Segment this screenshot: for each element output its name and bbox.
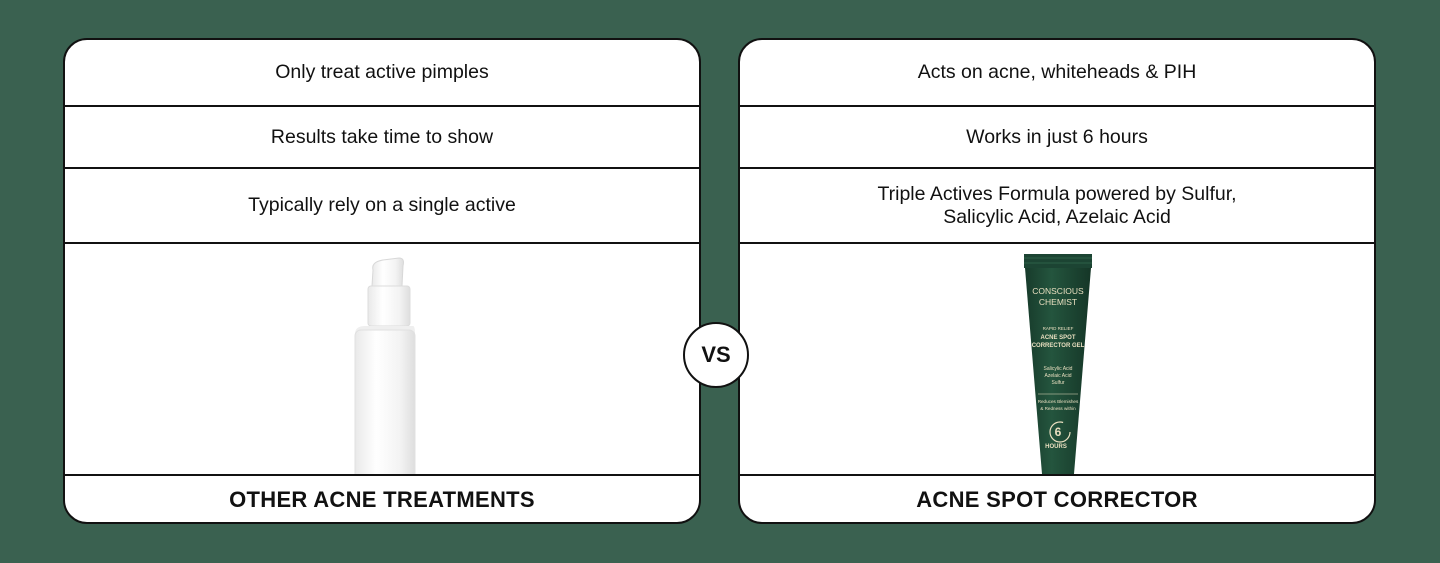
comparison-row: Triple Actives Formula powered by Sulfur…: [740, 169, 1374, 244]
tube-brand-line2: CHEMIST: [1039, 297, 1077, 307]
comparison-card-other: Only treat active pimples Results take t…: [63, 38, 701, 524]
vs-label: VS: [701, 342, 731, 367]
tube-claim: & Redness within: [1040, 406, 1076, 411]
tube-line3: CORRECTOR GEL: [1032, 343, 1085, 349]
footer-label: ACNE SPOT CORRECTOR: [916, 487, 1198, 512]
comparison-row: Works in just 6 hours: [740, 107, 1374, 169]
generic-pump-bottle-image: [354, 257, 416, 474]
tube-ingredient: Sulfur: [1051, 380, 1064, 386]
comparison-row: Only treat active pimples: [65, 40, 699, 107]
product-image-area: [65, 244, 699, 474]
tube-line1: RAPID RELIEF: [1043, 326, 1074, 331]
comparison-row: Results take time to show: [65, 107, 699, 169]
comparison-row: Acts on acne, whiteheads & PIH: [740, 40, 1374, 107]
badge-number: 6: [1055, 425, 1062, 439]
row-text: Acts on acne, whiteheads & PIH: [917, 61, 1197, 83]
row-text: Triple Actives Formula powered by Sulfur…: [877, 183, 1236, 229]
row-text: Only treat active pimples: [275, 61, 489, 83]
footer-label: OTHER ACNE TREATMENTS: [229, 487, 535, 512]
vs-badge: VS: [683, 322, 749, 388]
card-footer-title: OTHER ACNE TREATMENTS: [65, 474, 699, 522]
comparison-row: Typically rely on a single active: [65, 169, 699, 244]
row-text: Typically rely on a single active: [248, 194, 516, 216]
tube-claim: Reduces Blemishes: [1038, 399, 1079, 404]
product-image-area: CONSCIOUS CHEMIST RAPID RELIEF ACNE SPOT…: [740, 244, 1374, 474]
tube-brand-line1: CONSCIOUS: [1032, 286, 1084, 296]
row-text-line: Salicylic Acid, Azelaic Acid: [943, 205, 1171, 228]
tube-line2: ACNE SPOT: [1040, 335, 1075, 341]
row-text: Works in just 6 hours: [966, 125, 1148, 148]
acne-spot-corrector-tube-image: CONSCIOUS CHEMIST RAPID RELIEF ACNE SPOT…: [1024, 254, 1092, 474]
badge-text: HOURS: [1045, 444, 1067, 450]
row-text: Results take time to show: [270, 125, 494, 148]
card-footer-title: ACNE SPOT CORRECTOR: [740, 474, 1374, 522]
tube-ingredient: Azelaic Acid: [1045, 373, 1072, 379]
row-text-line: Triple Actives Formula powered by Sulfur…: [877, 182, 1237, 205]
hours-badge-icon: [1049, 421, 1071, 443]
tube-ingredient: Salicylic Acid: [1044, 366, 1073, 372]
comparison-card-spot-corrector: Acts on acne, whiteheads & PIH Works in …: [738, 38, 1376, 524]
